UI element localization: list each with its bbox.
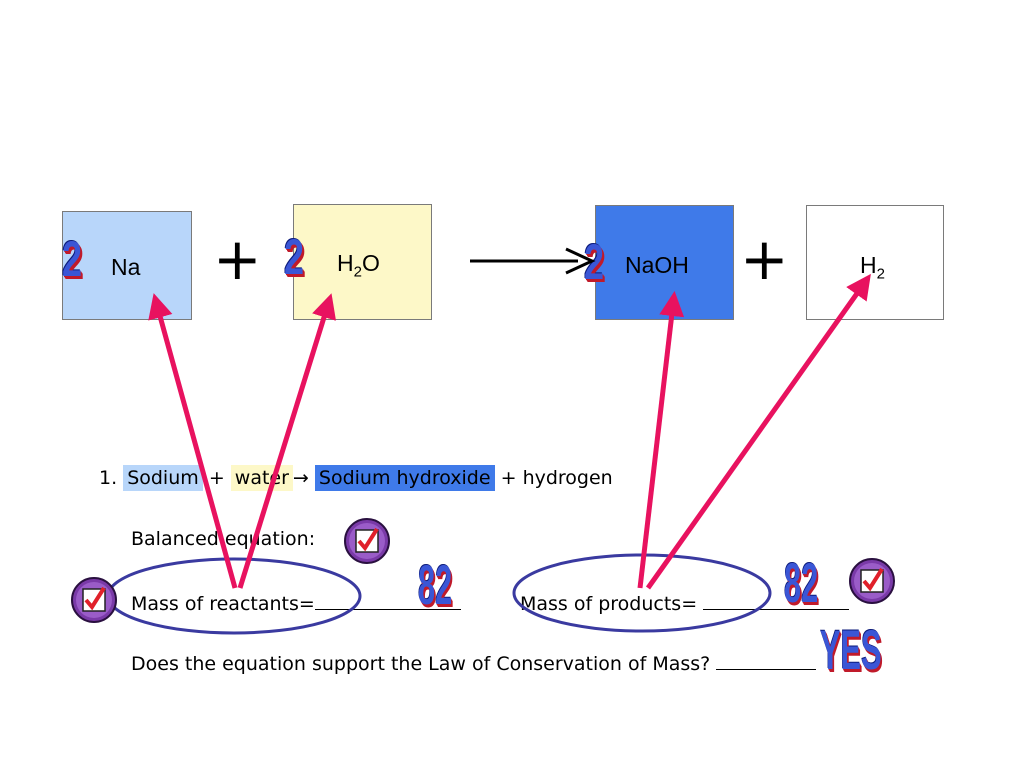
reactants-ellipse bbox=[106, 557, 362, 635]
water-formula-h: H bbox=[337, 250, 354, 276]
hydrogen-word: + hydrogen bbox=[500, 467, 613, 489]
sodium-word: Sodium bbox=[123, 465, 203, 491]
arrow-word: → bbox=[292, 467, 309, 489]
water-formula-o: O bbox=[361, 250, 380, 276]
hydrogen-box bbox=[806, 205, 944, 320]
water-formula: H2O bbox=[337, 250, 380, 281]
plus-sign-products: + bbox=[740, 225, 789, 293]
hydrogen-formula-sub: 2 bbox=[876, 265, 885, 283]
conservation-blank bbox=[716, 651, 817, 670]
hydrogen-formula-h: H bbox=[860, 252, 877, 278]
mass-reactants-label: Mass of reactants= bbox=[131, 593, 315, 615]
mass-reactants-answer: 82 bbox=[418, 553, 453, 616]
mass-reactants-blank bbox=[314, 591, 461, 610]
reactants-check-icon bbox=[71, 577, 117, 623]
sodium-hydroxide-word: Sodium hydroxide bbox=[314, 465, 495, 491]
mass-products-line: Mass of products= bbox=[520, 591, 850, 615]
conservation-answer: YES bbox=[820, 618, 882, 681]
question-line: 1. Sodium + water→ Sodium hydroxide + hy… bbox=[99, 465, 613, 491]
arrow-to-sodium-hydroxide bbox=[637, 291, 685, 589]
sodium-hydroxide-coefficient: 2 bbox=[584, 234, 605, 290]
water-coefficient: 2 bbox=[284, 229, 305, 285]
plus-word-1: + bbox=[208, 467, 225, 489]
arrow-to-sodium bbox=[148, 293, 238, 589]
balanced-check-icon bbox=[344, 518, 390, 564]
sodium-hydroxide-formula: NaOH bbox=[625, 252, 689, 278]
sodium-formula: Na bbox=[111, 254, 141, 280]
plus-sign-reactants: + bbox=[213, 225, 262, 293]
mass-products-label: Mass of products= bbox=[520, 593, 698, 615]
mass-products-blank bbox=[703, 591, 850, 610]
sodium-coefficient: 2 bbox=[62, 231, 83, 287]
conservation-question: Does the equation support the Law of Con… bbox=[131, 653, 711, 675]
mass-reactants-line: Mass of reactants= bbox=[131, 591, 461, 615]
water-formula-sub: 2 bbox=[353, 263, 362, 281]
sodium-hydroxide-box bbox=[595, 205, 734, 320]
products-check-icon bbox=[849, 558, 895, 604]
conservation-question-line: Does the equation support the Law of Con… bbox=[131, 651, 817, 675]
mass-products-answer: 82 bbox=[784, 551, 819, 614]
arrow-to-hydrogen bbox=[645, 273, 871, 590]
arrow-to-water bbox=[237, 293, 337, 589]
hydrogen-formula: H2 bbox=[860, 252, 885, 283]
question-number: 1. bbox=[99, 467, 118, 489]
yield-arrow-icon bbox=[470, 247, 596, 275]
